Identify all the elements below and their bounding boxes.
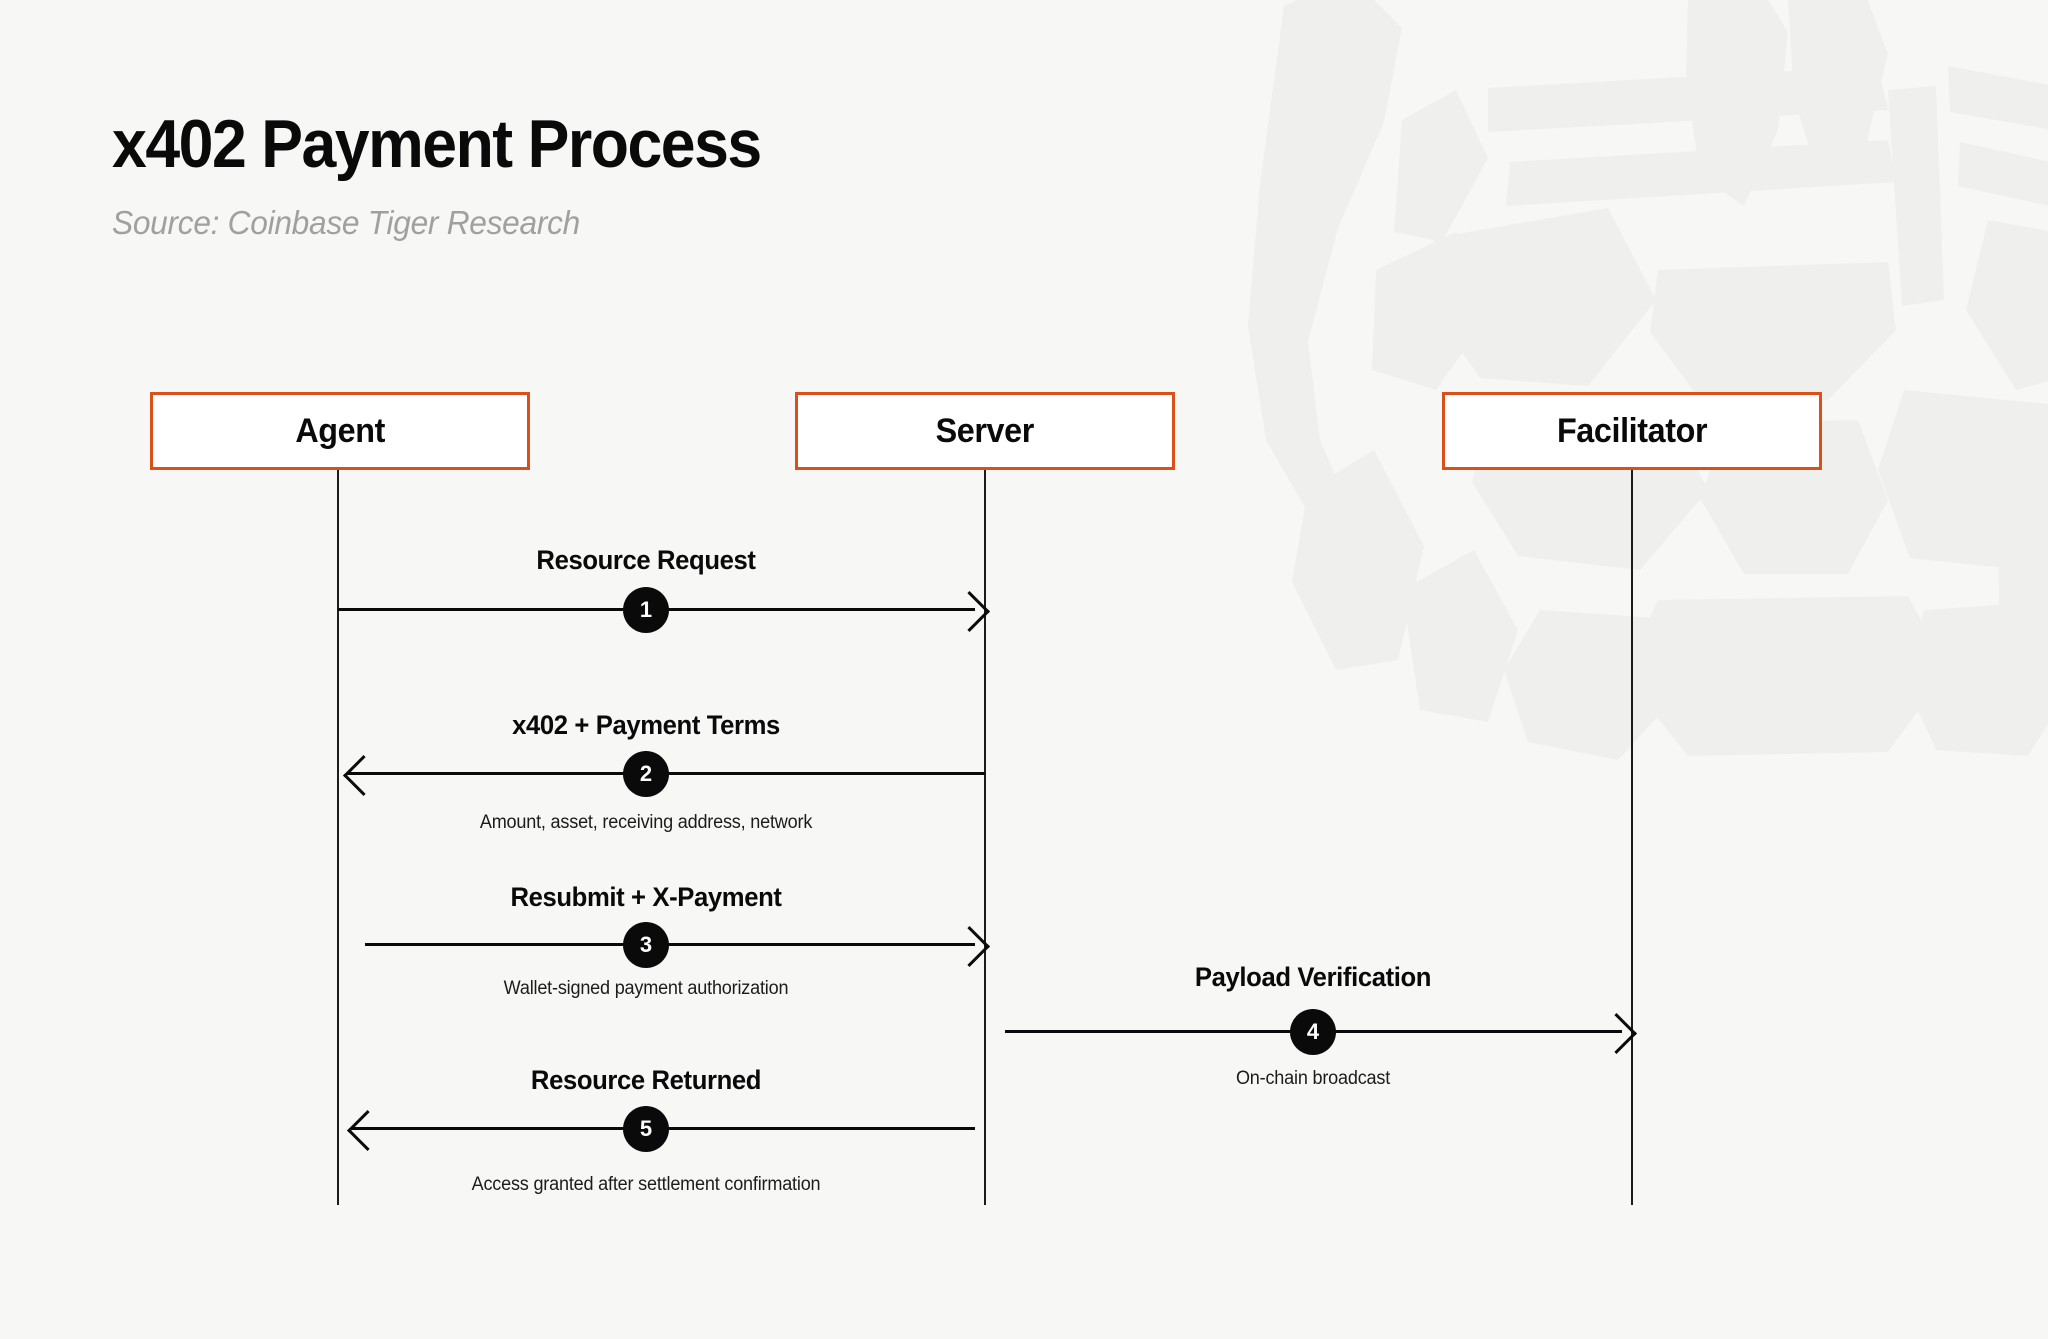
message-title-3: Resubmit + X-Payment	[510, 882, 782, 912]
message-title-2: x402 + Payment Terms	[512, 710, 780, 740]
message-subtitle-5: Access granted after settlement confirma…	[471, 1174, 821, 1195]
lifeline-server	[984, 470, 986, 1205]
lifeline-facilitator	[1631, 470, 1633, 1205]
message-title-4: Payload Verification	[1194, 962, 1432, 992]
message-title-1: Resource Request	[536, 545, 756, 575]
actor-box-server[interactable]: Server	[795, 392, 1175, 470]
message-title-5: Resource Returned	[530, 1065, 762, 1095]
actor-label-agent: Agent	[295, 411, 385, 450]
step-badge-1: 1	[623, 586, 669, 633]
step-badge-2: 2	[623, 750, 669, 797]
header: x402 Payment Process Source: Coinbase Ti…	[112, 110, 817, 242]
actor-box-agent[interactable]: Agent	[150, 392, 530, 470]
page-title: x402 Payment Process	[112, 106, 762, 182]
message-subtitle-3: Wallet-signed payment authorization	[503, 978, 789, 999]
lifeline-agent	[337, 470, 339, 1205]
actor-box-facilitator[interactable]: Facilitator	[1442, 392, 1822, 470]
message-line-3	[365, 943, 975, 946]
arrowhead-left-2	[342, 754, 385, 796]
actor-label-facilitator: Facilitator	[1556, 411, 1708, 450]
message-subtitle-4: On-chain broadcast	[1235, 1068, 1391, 1089]
step-badge-5: 5	[623, 1105, 669, 1152]
page-subtitle: Source: Coinbase Tiger Research	[112, 204, 580, 241]
step-badge-4: 4	[1290, 1008, 1336, 1055]
actor-label-server: Server	[935, 411, 1035, 450]
arrowhead-left-5	[346, 1109, 389, 1151]
step-badge-3: 3	[623, 921, 669, 968]
message-subtitle-2: Amount, asset, receiving address, networ…	[479, 812, 813, 833]
